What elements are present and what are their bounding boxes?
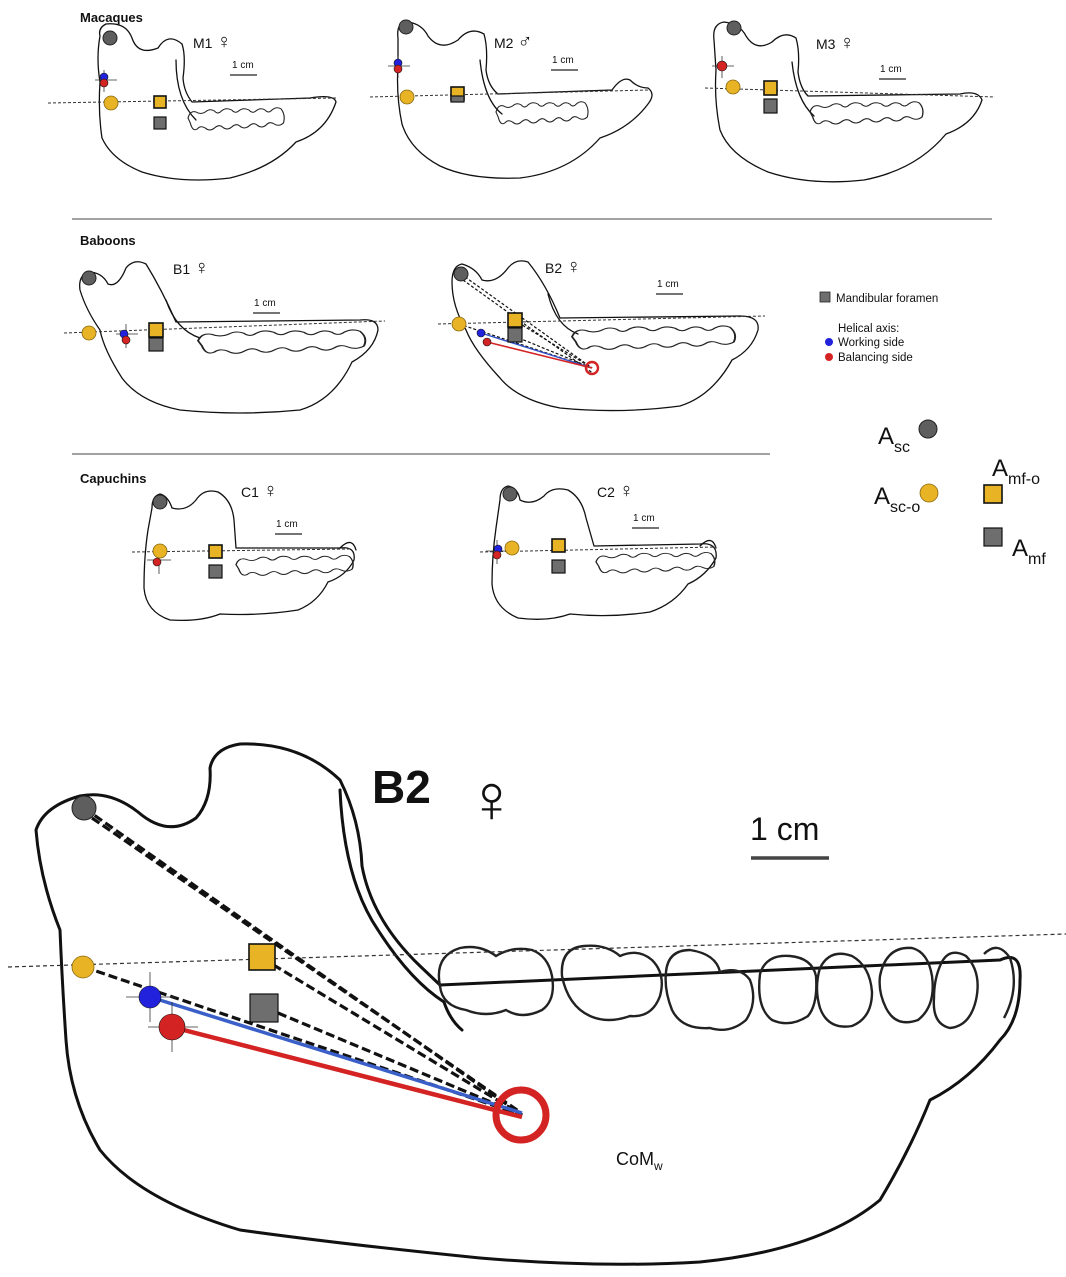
specimen-label-m2: M2♂: [494, 31, 532, 53]
legend-mandibular-foramen: Mandibular foramen: [836, 293, 938, 305]
asc-o-marker-large: [72, 956, 94, 978]
scale-bar-label: 1 cm: [276, 519, 298, 530]
scale-bar-label: 1 cm: [657, 279, 679, 290]
mandible-m2: M2♂ 1 cm: [370, 20, 652, 178]
balancing-side-axis: [493, 551, 501, 559]
asc-marker: [153, 495, 167, 509]
amf-marker: [154, 117, 166, 129]
legend: Mandibular foramen Helical axis: Working…: [820, 292, 938, 364]
amf-marker: [508, 328, 522, 342]
amf-marker: [451, 96, 464, 102]
mandible-m1: M1♀ 1 cm: [48, 24, 336, 180]
amf-o-marker: [552, 539, 565, 552]
scale-bar-label: 1 cm: [880, 64, 902, 75]
scale-bar-label: 1 cm: [254, 298, 276, 309]
asc-o-marker: [153, 544, 167, 558]
amf-o-key-marker: [984, 485, 1002, 503]
asc-marker: [454, 267, 468, 281]
asc-o-marker: [104, 96, 118, 110]
asc-marker: [503, 487, 517, 501]
amf-o-label: Amf-o: [992, 455, 1040, 488]
legend-helical-axis: Helical axis:: [838, 323, 899, 335]
mandible-b2-small: B2♀ 1 cm: [438, 256, 765, 411]
balancing-side-axis: [717, 61, 727, 71]
legend-working-side: Working side: [838, 337, 904, 349]
asc-marker: [399, 20, 413, 34]
amf-key-marker: [984, 528, 1002, 546]
mandible-b1: B1♀ 1 cm: [64, 257, 385, 413]
group-label-macaques: Macaques: [80, 10, 143, 25]
asc-o-marker: [452, 317, 466, 331]
scale-bar-label: 1 cm: [633, 513, 655, 524]
amf-o-marker-large: [249, 944, 275, 970]
asc-marker: [103, 31, 117, 45]
amf-marker: [764, 99, 777, 113]
amf-o-marker: [154, 96, 166, 108]
amf-marker: [209, 565, 222, 578]
group-label-capuchins: Capuchins: [80, 471, 146, 486]
scale-bar-label: 1 cm: [552, 55, 574, 66]
asc-marker: [727, 21, 741, 35]
working-side-axis-large: [139, 986, 161, 1008]
balancing-side-axis: [122, 336, 130, 344]
asc-o-key-marker: [920, 484, 938, 502]
specimen-label-b2: B2♀: [545, 256, 581, 278]
amf-o-marker: [508, 313, 522, 327]
mandibular-foramen-swatch: [820, 292, 830, 302]
asc-o-marker: [400, 90, 414, 104]
com-label: CoMw: [616, 1149, 663, 1173]
enlarged-specimen-label: B2: [372, 761, 431, 813]
asc-o-marker: [82, 326, 96, 340]
enlarged-sex-symbol: ♀: [466, 761, 517, 837]
asc-o-marker: [726, 80, 740, 94]
balancing-side-axis: [483, 338, 491, 346]
specimen-label-c2: C2♀: [597, 480, 634, 502]
symbol-key: Asc Asc-o Amf-o Amf: [874, 420, 1046, 568]
balancing-side-swatch: [825, 353, 833, 361]
asc-o-label: Asc-o: [874, 483, 920, 516]
mandible-c2: C2♀ 1 cm: [480, 480, 716, 619]
enlarged-b2: B2 ♀ 1 cm CoMw: [8, 744, 1066, 1264]
amf-o-marker: [209, 545, 222, 558]
group-label-baboons: Baboons: [80, 233, 136, 248]
specimen-label-m1: M1♀: [193, 31, 231, 53]
asc-marker: [82, 271, 96, 285]
asc-label: Asc: [878, 423, 910, 456]
enlarged-scale-label: 1 cm: [750, 811, 819, 847]
amf-o-marker: [149, 323, 163, 337]
specimen-label-c1: C1♀: [241, 480, 278, 502]
scale-bar-label: 1 cm: [232, 60, 254, 71]
balancing-side-axis: [100, 79, 108, 87]
specimen-label-b1: B1♀: [173, 257, 209, 279]
mandible-m3: M3♀ 1 cm: [705, 21, 995, 182]
working-side-axis: [477, 329, 485, 337]
amf-o-marker: [764, 81, 777, 95]
amf-marker-large: [250, 994, 278, 1022]
asc-key-marker: [919, 420, 937, 438]
asc-marker-large: [72, 796, 96, 820]
asc-o-marker: [505, 541, 519, 555]
balancing-side-axis-large: [159, 1014, 185, 1040]
amf-label: Amf: [1012, 535, 1046, 568]
balancing-side-axis: [394, 65, 402, 73]
balancing-side-axis: [153, 558, 161, 566]
mandible-c1: C1♀ 1 cm: [132, 480, 356, 620]
working-side-swatch: [825, 338, 833, 346]
amf-marker: [149, 338, 163, 351]
legend-balancing-side: Balancing side: [838, 352, 913, 364]
amf-marker: [552, 560, 565, 573]
specimen-label-m3: M3♀: [816, 32, 854, 54]
